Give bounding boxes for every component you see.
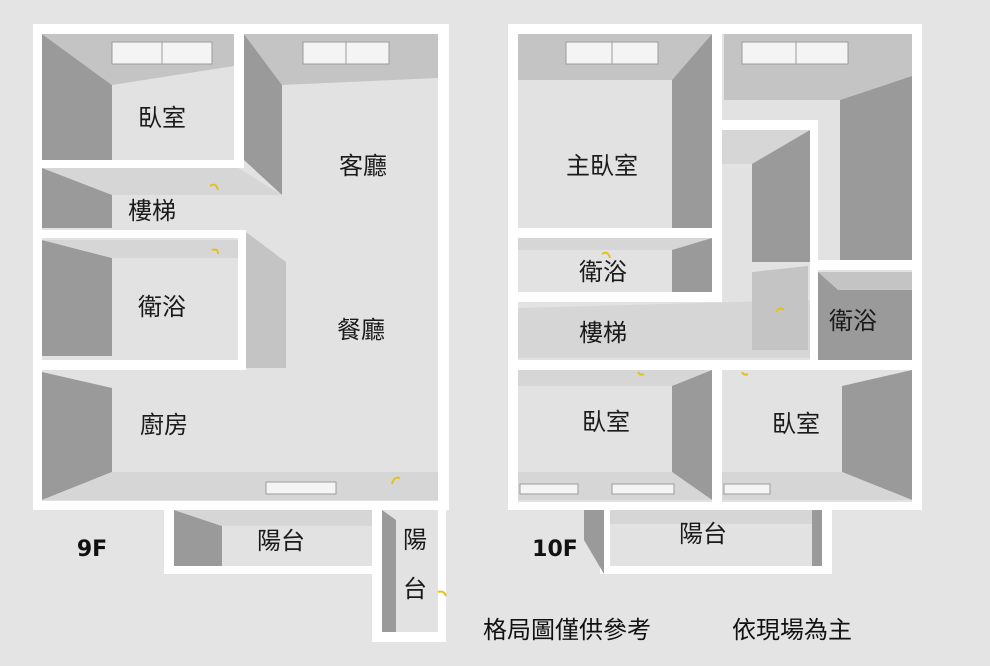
room-label: 衛浴 [829, 307, 877, 335]
room-10f-stairs [518, 266, 810, 358]
wall [238, 230, 246, 368]
floor-9f-plan: 臥室 客廳 樓梯 衛浴 餐廳 廚房 陽台 陽 台 9F [33, 24, 449, 642]
door-icon [601, 251, 611, 259]
door-icon [775, 307, 785, 313]
room-label: 主臥室 [566, 152, 638, 180]
wall [712, 370, 722, 502]
floor-label: 10F [532, 537, 578, 562]
window-icon [611, 483, 675, 495]
door-icon [209, 183, 219, 191]
room-label: 廚房 [140, 411, 188, 439]
wall [42, 230, 246, 238]
room-10f-master-bedroom [518, 34, 712, 230]
room-label: 餐廳 [337, 316, 385, 344]
room-10f-bedroom-right [722, 370, 912, 500]
room-label: 樓梯 [128, 197, 176, 225]
room-10f-bathroom-left [518, 238, 712, 292]
room-label: 衛浴 [138, 293, 186, 321]
balcony-9f-main [164, 510, 380, 574]
actual-note: 依現場為主 [732, 616, 852, 644]
room-label: 樓梯 [579, 319, 627, 347]
window-icon [741, 41, 849, 65]
room-label: 臥室 [138, 104, 186, 132]
room-10f-bedroom-left [518, 370, 712, 500]
room-label: 臥室 [772, 410, 820, 438]
room-10f-bathroom-right [818, 272, 912, 360]
door-icon [437, 590, 447, 597]
door-icon [391, 476, 401, 485]
room-label: 陽台 [679, 520, 727, 548]
room-label: 衛浴 [579, 258, 627, 286]
wall [518, 292, 722, 302]
room-9f-stairs [42, 168, 282, 228]
reference-note: 格局圖僅供參考 [483, 616, 651, 644]
floor-10f-plan: 主臥室 衛浴 樓梯 衛浴 臥室 臥室 陽台 10F [508, 24, 922, 574]
wall [712, 34, 722, 300]
window-icon [265, 481, 337, 495]
wall [810, 260, 818, 364]
room-9f-living [244, 34, 438, 195]
wall [810, 260, 922, 270]
room-10f-upper-right [722, 34, 912, 262]
wall [518, 228, 712, 238]
window-icon [519, 483, 579, 495]
wall [234, 34, 244, 168]
balcony-9f-side [372, 510, 447, 642]
room-label: 臥室 [582, 408, 630, 436]
wall [42, 360, 246, 370]
room-label: 台 [403, 575, 427, 603]
door-icon [211, 248, 219, 255]
room-label: 陽 [403, 526, 427, 554]
door-icon [741, 371, 749, 376]
door-icon [637, 371, 645, 376]
room-label: 陽台 [257, 527, 305, 555]
wall [518, 360, 922, 370]
window-icon [723, 483, 771, 495]
room-9f-bathroom [42, 232, 286, 368]
balcony-10f [584, 510, 832, 574]
room-9f-bedroom [42, 34, 234, 160]
room-label: 客廳 [339, 152, 387, 180]
floor-label: 9F [77, 537, 107, 562]
wall [42, 160, 238, 168]
room-9f-kitchen [42, 372, 438, 500]
